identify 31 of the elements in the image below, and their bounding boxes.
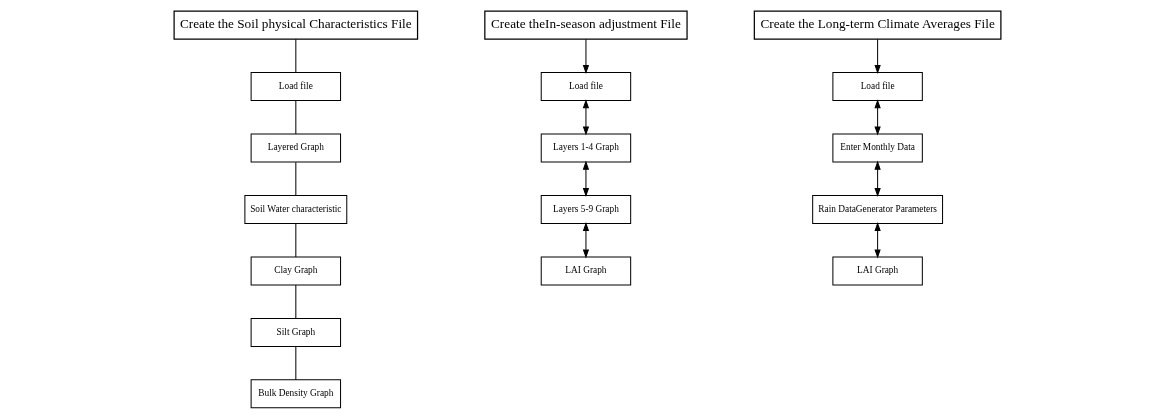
arrow [873,222,881,259]
arrow [582,38,589,75]
node-box: Load file [540,72,631,102]
node-box: Create theIn-season adjustment File [483,10,688,40]
node-box: LAI Graph [831,256,923,286]
arrow [873,38,881,75]
arrow [582,222,589,259]
node-box: Load file [831,72,923,102]
arrow [582,160,589,197]
node-box: Bulk Density Graph [250,379,341,409]
connector [294,161,296,196]
node-box: Rain DataGenerator Parameters [811,195,943,224]
node-box: Create the Long-term Climate Averages File [753,10,1001,40]
node-box: Soil Water characteristic [243,195,347,224]
arrow [873,160,881,197]
connector [294,345,296,381]
arrow [582,99,589,136]
node-box: Silt Graph [250,317,341,347]
node-box: Layered Graph [250,133,341,163]
connector [294,38,296,74]
node-box: Create the Soil physical Characteristics File [173,10,418,40]
node-box: Enter Monthly Data [831,133,923,163]
node-box: LAI Graph [540,256,631,286]
node-box: Layers 1-4 Graph [540,133,631,163]
connector [294,223,296,258]
node-box: Load file [250,72,341,102]
node-box: Layers 5-9 Graph [540,195,631,224]
arrow [873,99,881,136]
node-box: Clay Graph [250,256,341,286]
connector [294,100,296,135]
connector [294,284,296,319]
